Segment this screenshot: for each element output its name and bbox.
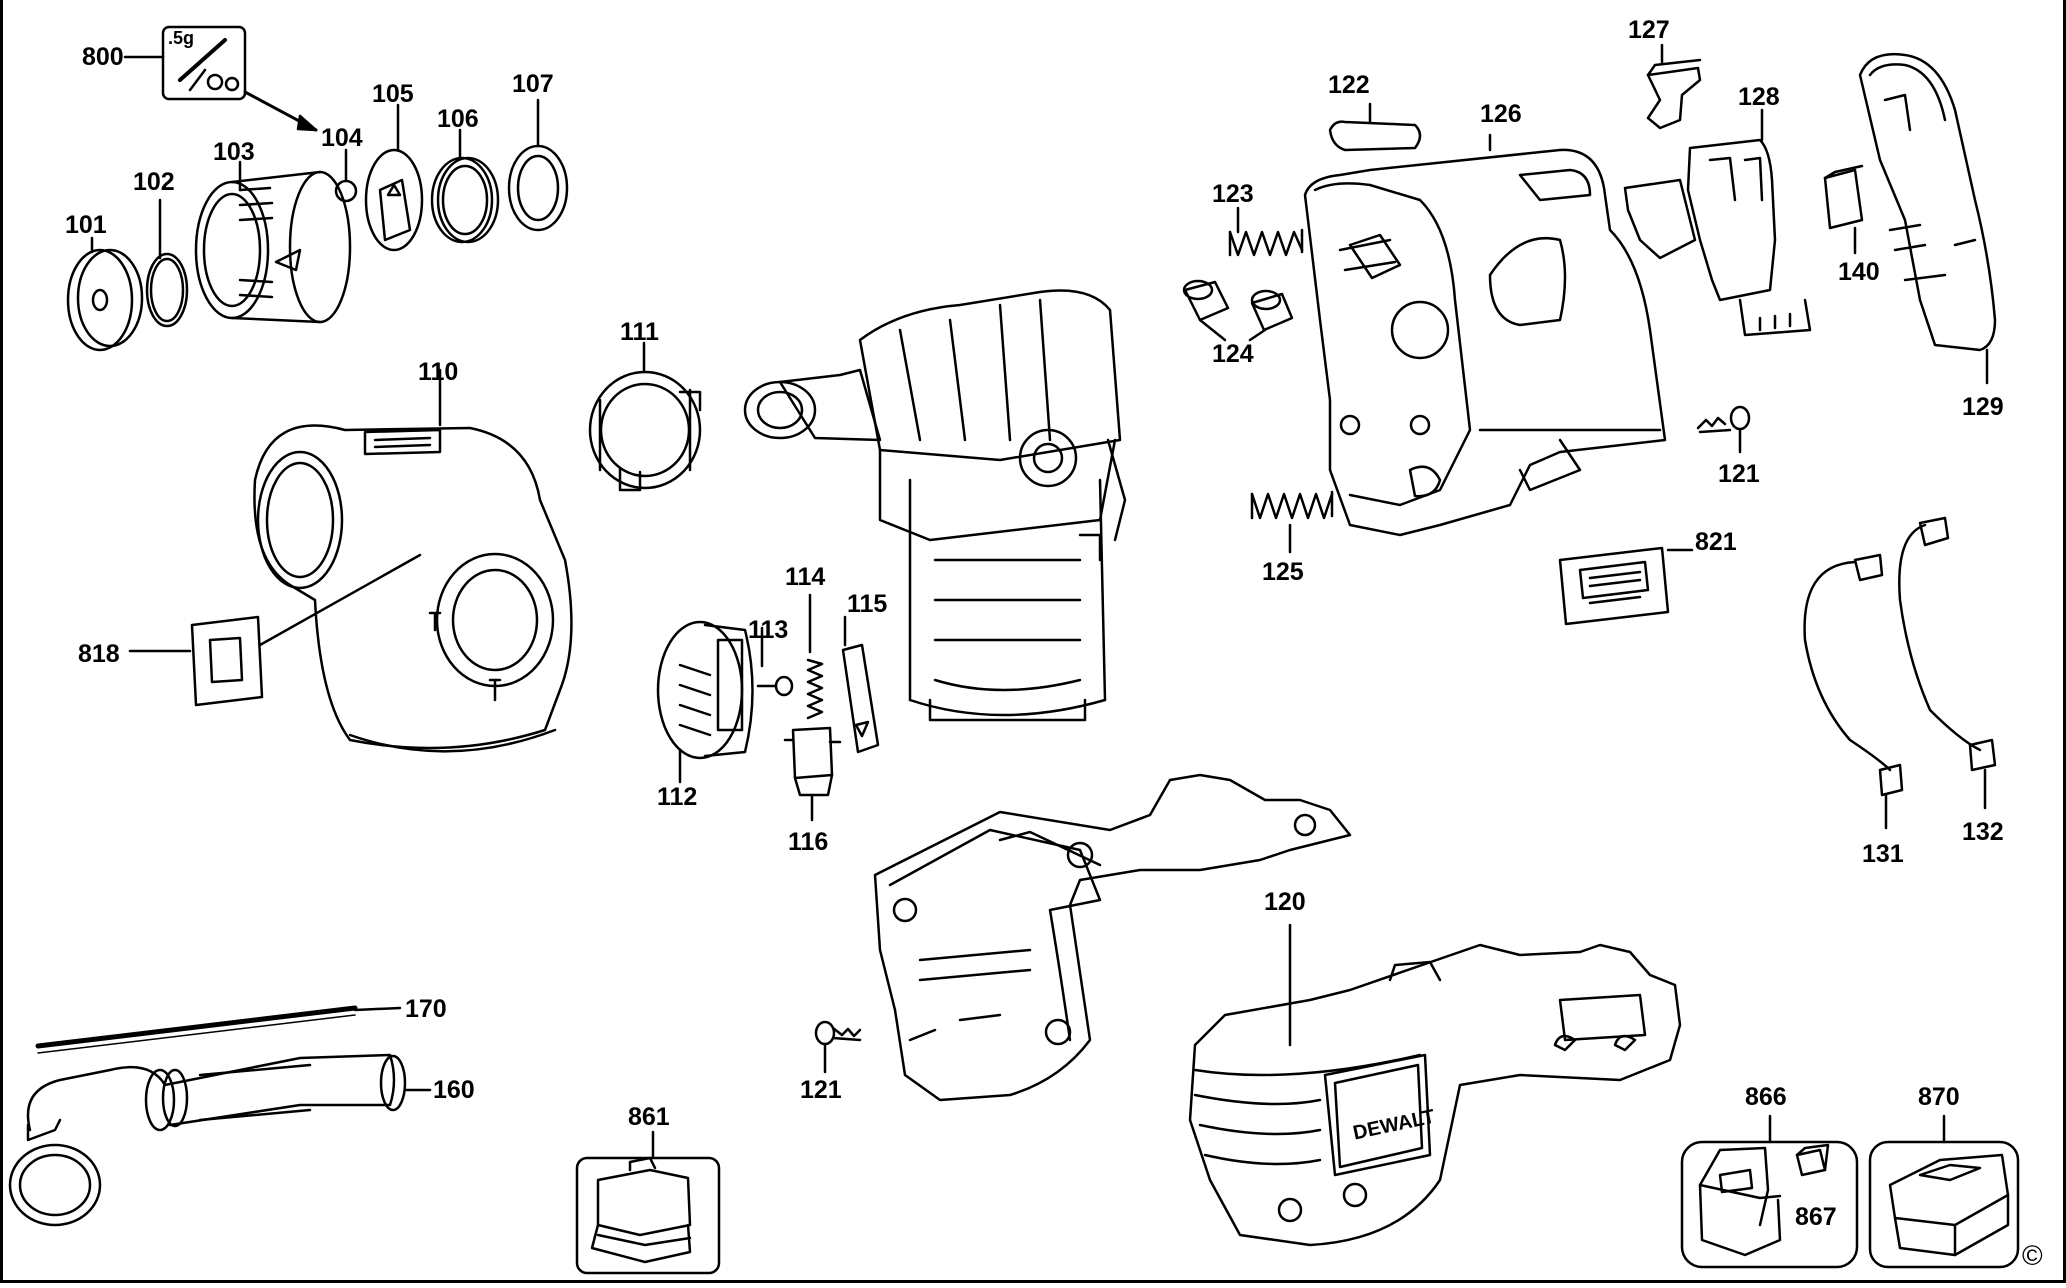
part-821-label — [1558, 546, 1694, 626]
left-border — [0, 0, 3, 1283]
label-140: 140 — [1838, 258, 1880, 286]
label-105: 105 — [372, 80, 414, 108]
label-115: 115 — [847, 590, 887, 618]
label-160: 160 — [433, 1076, 475, 1104]
part-129-handle-cover — [1858, 52, 1997, 385]
label-101: 101 — [65, 211, 107, 239]
leader-818-to-110 — [258, 553, 422, 647]
part-140-brush — [1823, 164, 1864, 255]
part-870-charger — [1868, 1114, 2020, 1269]
part-102-ring — [145, 198, 189, 328]
label-867: 867 — [1795, 1203, 1837, 1231]
label-111: 111 — [620, 318, 659, 346]
copyright-mark: © — [2022, 1240, 2043, 1271]
part-105-sleeve — [364, 103, 424, 252]
part-112-knob — [656, 620, 754, 784]
label-107: 107 — [512, 70, 554, 98]
central-motor-gearbox — [743, 289, 1127, 722]
label-121-bottom: 121 — [800, 1076, 842, 1104]
part-866-battery — [1680, 1114, 1859, 1269]
label-866: 866 — [1745, 1083, 1787, 1111]
bottom-border — [0, 1280, 2066, 1283]
part-104-ball — [334, 148, 358, 203]
part-132-lead — [1898, 516, 1997, 810]
right-border — [2063, 0, 2066, 1283]
part-103-collar — [194, 160, 352, 324]
part-131-lead — [1803, 553, 1904, 830]
label-110: 110 — [418, 358, 458, 386]
part-121-screw-bottom — [814, 1020, 862, 1074]
part-115-slider — [841, 615, 880, 754]
part-128-switch — [1623, 108, 1812, 337]
part-126-handle-housing — [1303, 133, 1667, 537]
label-106: 106 — [437, 105, 479, 133]
part-867-cap — [1795, 1143, 1830, 1177]
label-grease-weight: .5g — [168, 28, 194, 48]
part-123-spring — [1228, 206, 1304, 257]
label-125: 125 — [1262, 558, 1304, 586]
part-121-screw-top — [1696, 405, 1751, 454]
part-106-ring — [430, 128, 500, 244]
part-125-spring — [1250, 490, 1334, 554]
part-170-depth-rod — [35, 1005, 402, 1054]
label-104: 104 — [321, 124, 363, 152]
part-127-clip — [1646, 43, 1702, 130]
label-126: 126 — [1480, 100, 1522, 128]
label-116: 116 — [788, 828, 828, 856]
label-113: 113 — [748, 616, 788, 644]
label-121-top: 121 — [1718, 460, 1760, 488]
label-120: 120 — [1264, 888, 1306, 916]
label-132: 132 — [1962, 818, 2004, 846]
label-103: 103 — [213, 138, 255, 166]
part-160-side-handle — [8, 1053, 432, 1227]
part-107-washer — [507, 98, 569, 232]
part-labels: 800 .5g 101 102 103 104 105 106 107 110 … — [65, 16, 2043, 1271]
label-112: 112 — [657, 783, 697, 811]
label-800: 800 — [82, 43, 124, 71]
part-124-pins — [1182, 279, 1294, 342]
label-127: 127 — [1628, 16, 1670, 44]
part-800-grease-pack — [123, 25, 318, 132]
part-114-spring — [806, 593, 824, 720]
label-129: 129 — [1962, 393, 2004, 421]
part-122-pad — [1328, 102, 1422, 152]
label-123: 123 — [1212, 180, 1254, 208]
label-821: 821 — [1695, 528, 1737, 556]
part-110-gear-housing — [253, 368, 573, 753]
label-818: 818 — [78, 640, 120, 668]
part-818-label — [128, 615, 264, 707]
part-113-pin — [756, 626, 794, 697]
part-861-case — [575, 1130, 721, 1275]
label-114: 114 — [785, 563, 825, 591]
label-122: 122 — [1328, 71, 1370, 99]
label-870: 870 — [1918, 1083, 1960, 1111]
label-124: 124 — [1212, 340, 1254, 368]
label-131: 131 — [1862, 840, 1904, 868]
label-861: 861 — [628, 1103, 670, 1131]
part-116-actuator — [783, 726, 842, 822]
label-102: 102 — [133, 168, 175, 196]
part-111-ring — [588, 341, 702, 492]
label-170: 170 — [405, 995, 447, 1023]
dewalt-logo-text: DEWALT — [1351, 1106, 1437, 1145]
part-120-housing — [873, 773, 1682, 1247]
label-128: 128 — [1738, 83, 1780, 111]
part-101-cap — [66, 236, 144, 352]
